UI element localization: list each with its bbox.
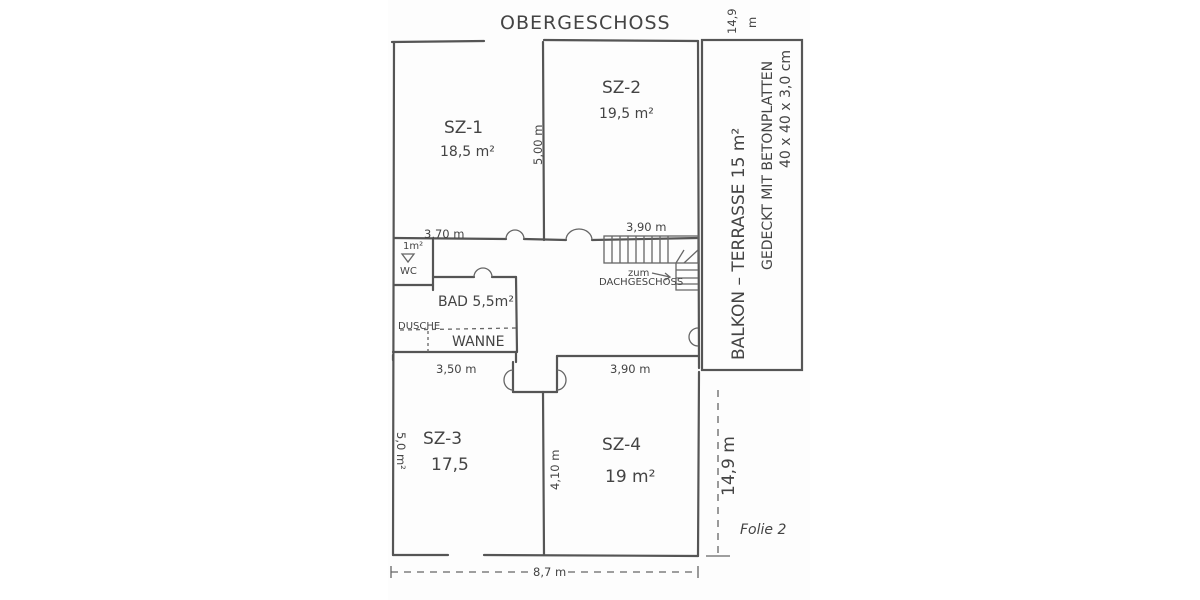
floor-plan-sheet: OBERGESCHOSS 14,9 m bbox=[388, 0, 810, 600]
room-sz4-area: 19 m² bbox=[605, 467, 655, 487]
room-wc-area: 1m² bbox=[403, 241, 423, 252]
dim-410: 4,10 m bbox=[548, 450, 562, 490]
door-swings bbox=[473, 228, 699, 391]
outer-walls bbox=[390, 38, 701, 558]
room-bad-name: BAD 5,5m² bbox=[438, 294, 514, 310]
room-sz4-name: SZ-4 bbox=[602, 435, 641, 455]
dim-390-top: 3,90 m bbox=[626, 220, 666, 234]
room-wc-name: WC bbox=[400, 266, 417, 277]
balcony-terrace: BALKON – TERRASSE 15 m² GEDECKT MIT BETO… bbox=[700, 38, 804, 372]
top-dimension-value: 14,9 bbox=[725, 8, 739, 34]
top-dimension: 14,9 m bbox=[725, 8, 759, 34]
plan-title: OBERGESCHOSS bbox=[500, 12, 671, 34]
dim-350: 3,50 m bbox=[436, 362, 476, 376]
staircase: zum DACHGESCHOSS bbox=[599, 235, 699, 291]
balcony-label: BALKON – TERRASSE 15 m² bbox=[729, 128, 749, 360]
dim-390-bottom: 3,90 m bbox=[610, 362, 650, 376]
room-sz1-name: SZ-1 bbox=[444, 118, 483, 138]
room-dusche-name: DUSCHE bbox=[398, 321, 440, 332]
stairs-label-dachgeschoss: DACHGESCHOSS bbox=[599, 277, 683, 288]
balcony-plate-size: 40 x 40 x 3,0 cm bbox=[778, 50, 794, 168]
side-dimension-value: 14,9 m bbox=[719, 436, 739, 496]
room-sz3-name: SZ-3 bbox=[423, 429, 462, 449]
room-sz1-area: 18,5 m² bbox=[440, 144, 495, 160]
top-dimension-unit: m bbox=[745, 17, 759, 28]
interior-walls bbox=[391, 40, 700, 557]
room-sz3-area: 17,5 bbox=[431, 455, 469, 475]
room-sz2-area: 19,5 m² bbox=[599, 106, 654, 122]
balcony-material: GEDECKT MIT BETONPLATTEN bbox=[760, 61, 776, 270]
room-wanne-name: WANNE bbox=[452, 334, 504, 350]
bottom-dimension-value: 8,7 m bbox=[533, 565, 566, 579]
floor-plan-drawing: OBERGESCHOSS 14,9 m bbox=[390, 8, 804, 579]
side-dimension: 14,9 m bbox=[706, 390, 739, 557]
dim-500: 5,00 m bbox=[531, 125, 545, 165]
dim-50: 5,0 m² bbox=[394, 432, 408, 470]
dim-370: 3,70 m bbox=[424, 227, 464, 241]
sheet-footer: Folie 2 bbox=[740, 522, 786, 538]
toilet-symbol bbox=[400, 253, 416, 264]
bottom-dimension: 8,7 m bbox=[390, 565, 699, 579]
stairs-label-zum: zum bbox=[628, 268, 649, 279]
room-sz2-name: SZ-2 bbox=[602, 78, 641, 98]
